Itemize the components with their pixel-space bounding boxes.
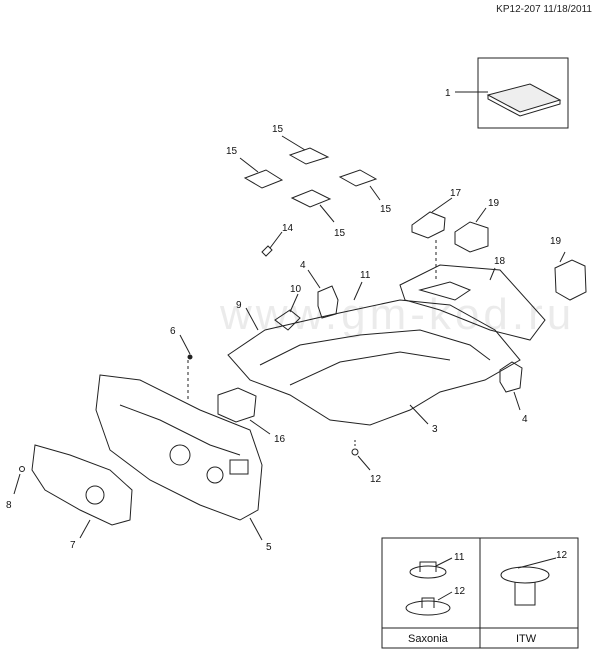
part-17-bracket bbox=[411, 211, 446, 239]
leader-inset-12b bbox=[517, 557, 557, 569]
part-15-pad-d bbox=[290, 189, 332, 208]
leader-7 bbox=[79, 519, 91, 539]
part-1-box bbox=[477, 57, 569, 129]
part-19-pad-b bbox=[554, 259, 587, 301]
part-6-clip bbox=[187, 354, 193, 360]
leader-9 bbox=[245, 307, 259, 331]
part-4-spacer-b bbox=[499, 361, 523, 393]
callout-3: 3 bbox=[432, 424, 438, 435]
part-18-rear-carpet bbox=[399, 264, 546, 341]
leader-15a bbox=[281, 135, 306, 151]
leader-5 bbox=[249, 517, 263, 541]
part-5-hole-b bbox=[206, 466, 224, 484]
itw-fastener-12-stem bbox=[514, 582, 536, 606]
callout-15a: 15 bbox=[272, 124, 284, 135]
callout-4a: 4 bbox=[300, 260, 306, 271]
leader-14 bbox=[269, 231, 283, 249]
part-7-lower-insulator bbox=[31, 444, 133, 526]
leader-16 bbox=[249, 419, 271, 435]
callout-6: 6 bbox=[170, 326, 176, 337]
leader-12 bbox=[357, 455, 371, 471]
saxonia-fastener-12-cap bbox=[421, 597, 435, 608]
leader-4a bbox=[307, 269, 321, 289]
saxonia-fastener-12 bbox=[405, 600, 451, 616]
part-18-detail bbox=[418, 281, 472, 301]
callout-15b: 15 bbox=[226, 146, 238, 157]
callout-1: 1 bbox=[445, 88, 451, 99]
leader-4b bbox=[513, 391, 521, 411]
part-14-clip bbox=[261, 245, 273, 257]
leader-8 bbox=[13, 473, 21, 495]
callout-18: 18 bbox=[494, 256, 506, 267]
leader-11 bbox=[353, 281, 363, 301]
callout-19a: 19 bbox=[488, 198, 500, 209]
part-3-tunnel bbox=[259, 329, 491, 366]
part-7-hole bbox=[85, 485, 105, 505]
callout-4b: 4 bbox=[522, 414, 528, 425]
leader-15c bbox=[369, 185, 381, 201]
callout-14: 14 bbox=[282, 223, 294, 234]
part-1-pad bbox=[486, 83, 562, 113]
callout-7: 7 bbox=[70, 540, 76, 551]
callout-9: 9 bbox=[236, 300, 242, 311]
watermark: www.gm-kod.ru bbox=[220, 290, 576, 339]
inset-caption-itw: ITW bbox=[516, 633, 537, 645]
part-8-pin bbox=[19, 466, 25, 472]
callout-19b: 19 bbox=[550, 236, 562, 247]
part-19-pad-a bbox=[454, 221, 489, 253]
leader-10 bbox=[289, 293, 299, 313]
part-10-bracket bbox=[274, 309, 301, 331]
leader-inset-11 bbox=[435, 557, 453, 567]
inset-saxonia-11: 11 bbox=[454, 552, 465, 563]
callout-16: 16 bbox=[274, 434, 286, 445]
part-3-floor-carpet bbox=[227, 299, 521, 426]
inset-saxonia-12: 12 bbox=[454, 586, 466, 597]
leader-19b bbox=[559, 251, 566, 263]
part-5-ridge bbox=[119, 404, 241, 456]
leader-inset-12a bbox=[437, 591, 453, 601]
part-15-pad-b bbox=[243, 169, 284, 189]
part-4-spacer-a bbox=[317, 285, 339, 319]
callout-5: 5 bbox=[266, 542, 272, 553]
document-id: KP12-207 11/18/2011 bbox=[496, 4, 592, 15]
part-15-pad-a bbox=[288, 147, 330, 165]
leader-3 bbox=[409, 404, 429, 425]
part-3-rib bbox=[289, 351, 451, 386]
part-5-cutout bbox=[229, 459, 249, 475]
callout-15c: 15 bbox=[380, 204, 392, 215]
callout-10: 10 bbox=[290, 284, 302, 295]
part-5-hole-a bbox=[169, 444, 191, 466]
part-1-pad-edge bbox=[487, 95, 561, 117]
inset-itw-12: 12 bbox=[556, 550, 568, 561]
saxonia-fastener-11 bbox=[409, 565, 447, 579]
itw-fastener-12 bbox=[500, 566, 550, 584]
saxonia-fastener-11-cap bbox=[419, 561, 437, 572]
callout-8: 8 bbox=[6, 500, 12, 511]
leader-15d bbox=[319, 204, 335, 223]
leader-19a bbox=[475, 207, 487, 223]
callout-11: 11 bbox=[360, 270, 371, 281]
callout-15d: 15 bbox=[334, 228, 346, 239]
leader-18 bbox=[489, 267, 496, 281]
leader-15b bbox=[239, 157, 259, 173]
callout-17: 17 bbox=[450, 188, 462, 199]
callout-12: 12 bbox=[370, 474, 382, 485]
part-15-pad-c bbox=[338, 169, 378, 187]
inset-caption-saxonia: Saxonia bbox=[408, 633, 449, 645]
part-16-block bbox=[217, 387, 257, 423]
leader-17 bbox=[431, 197, 453, 213]
leader-6 bbox=[179, 334, 191, 355]
part-12-fastener bbox=[351, 448, 359, 456]
